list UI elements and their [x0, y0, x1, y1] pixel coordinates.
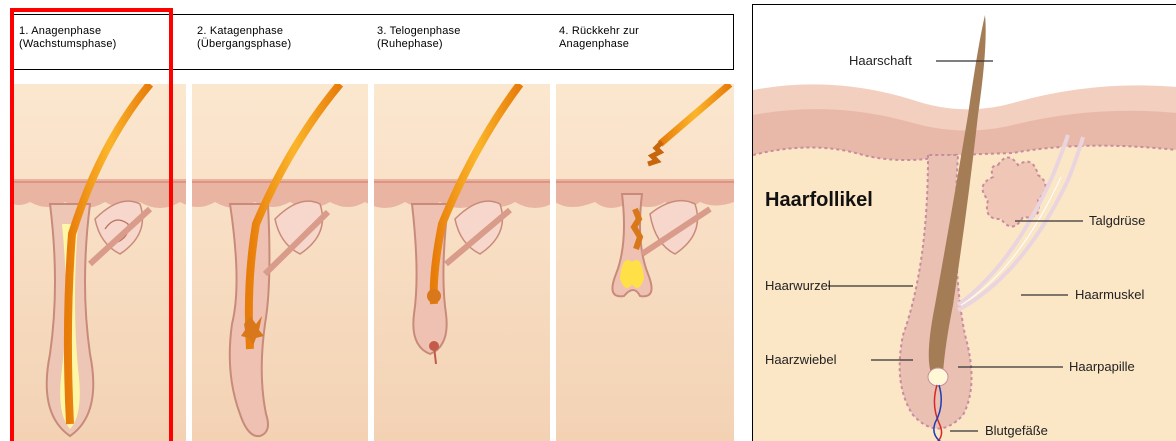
label-hair-papilla: Haarpapille [1069, 359, 1135, 374]
label-hair-bulb: Haarzwiebel [765, 352, 837, 367]
anagen-highlight-frame [10, 8, 173, 441]
phase-label-katagen: 2. Katagenphase (Übergangsphase) [197, 25, 291, 51]
label-arrector-muscle: Haarmuskel [1075, 287, 1144, 302]
label-sebaceous-gland: Talgdrüse [1089, 213, 1145, 228]
label-hair-root: Haarwurzel [765, 278, 831, 293]
follicle-anatomy-panel: Haarschaft Haarfollikel Talgdrüse Haarwu… [752, 4, 1176, 441]
follicle-title: Haarfollikel [765, 189, 873, 212]
phase-label-telogen: 3. Telogenphase (Ruhephase) [377, 25, 461, 51]
label-hair-shaft: Haarschaft [849, 53, 912, 68]
phase-label-return: 4. Rückkehr zur Anagenphase [559, 25, 639, 51]
label-blood-vessels: Blutgefäße [985, 423, 1048, 438]
